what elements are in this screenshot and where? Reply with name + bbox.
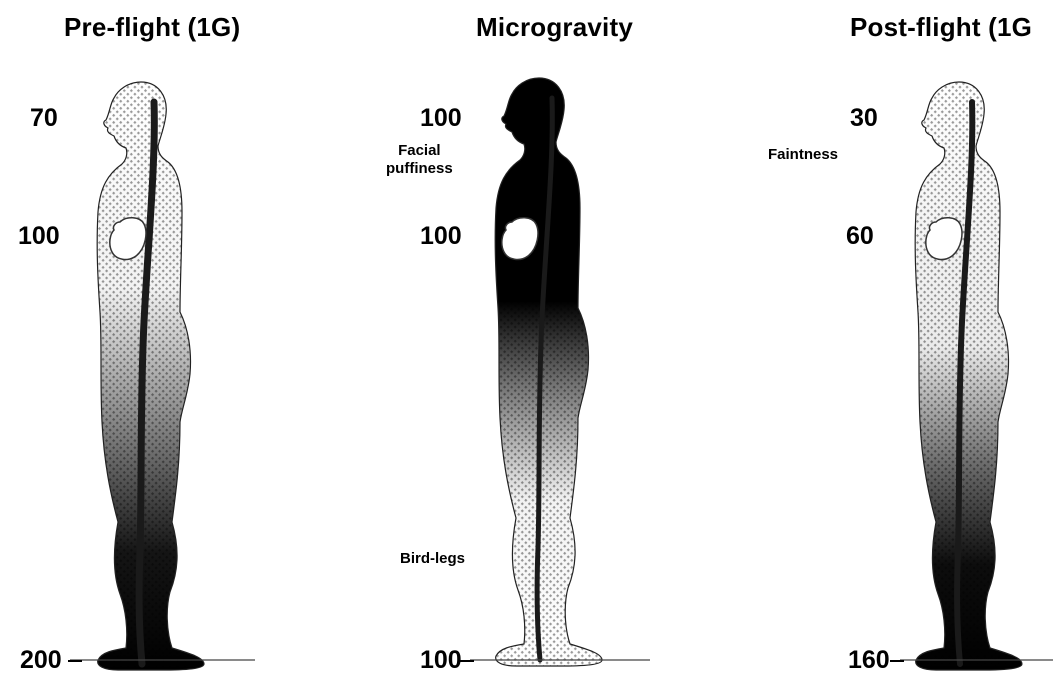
preflight-feet-value: 200 — [20, 646, 62, 675]
microgravity-feet-value: 100 — [420, 646, 462, 675]
postflight-upper-note: Faintness — [768, 146, 838, 164]
microgravity-head-value: 100 — [420, 104, 462, 133]
figure-postflight — [915, 82, 1022, 670]
microgravity-feet-tick — [460, 660, 474, 662]
microgravity-lower-note: Bird-legs — [400, 550, 465, 568]
postflight-feet-value: 160 — [848, 646, 890, 675]
preflight-feet-tick — [68, 660, 82, 662]
microgravity-heart-value: 100 — [420, 222, 462, 251]
figure-preflight — [97, 82, 204, 670]
postflight-head-value: 30 — [850, 104, 878, 133]
postflight-feet-tick — [890, 660, 904, 662]
figure-microgravity — [495, 78, 602, 666]
preflight-heart-value: 100 — [18, 222, 60, 251]
postflight-heart-value: 60 — [846, 222, 874, 251]
microgravity-upper-note: Facial puffiness — [386, 142, 453, 178]
preflight-head-value: 70 — [30, 104, 58, 133]
